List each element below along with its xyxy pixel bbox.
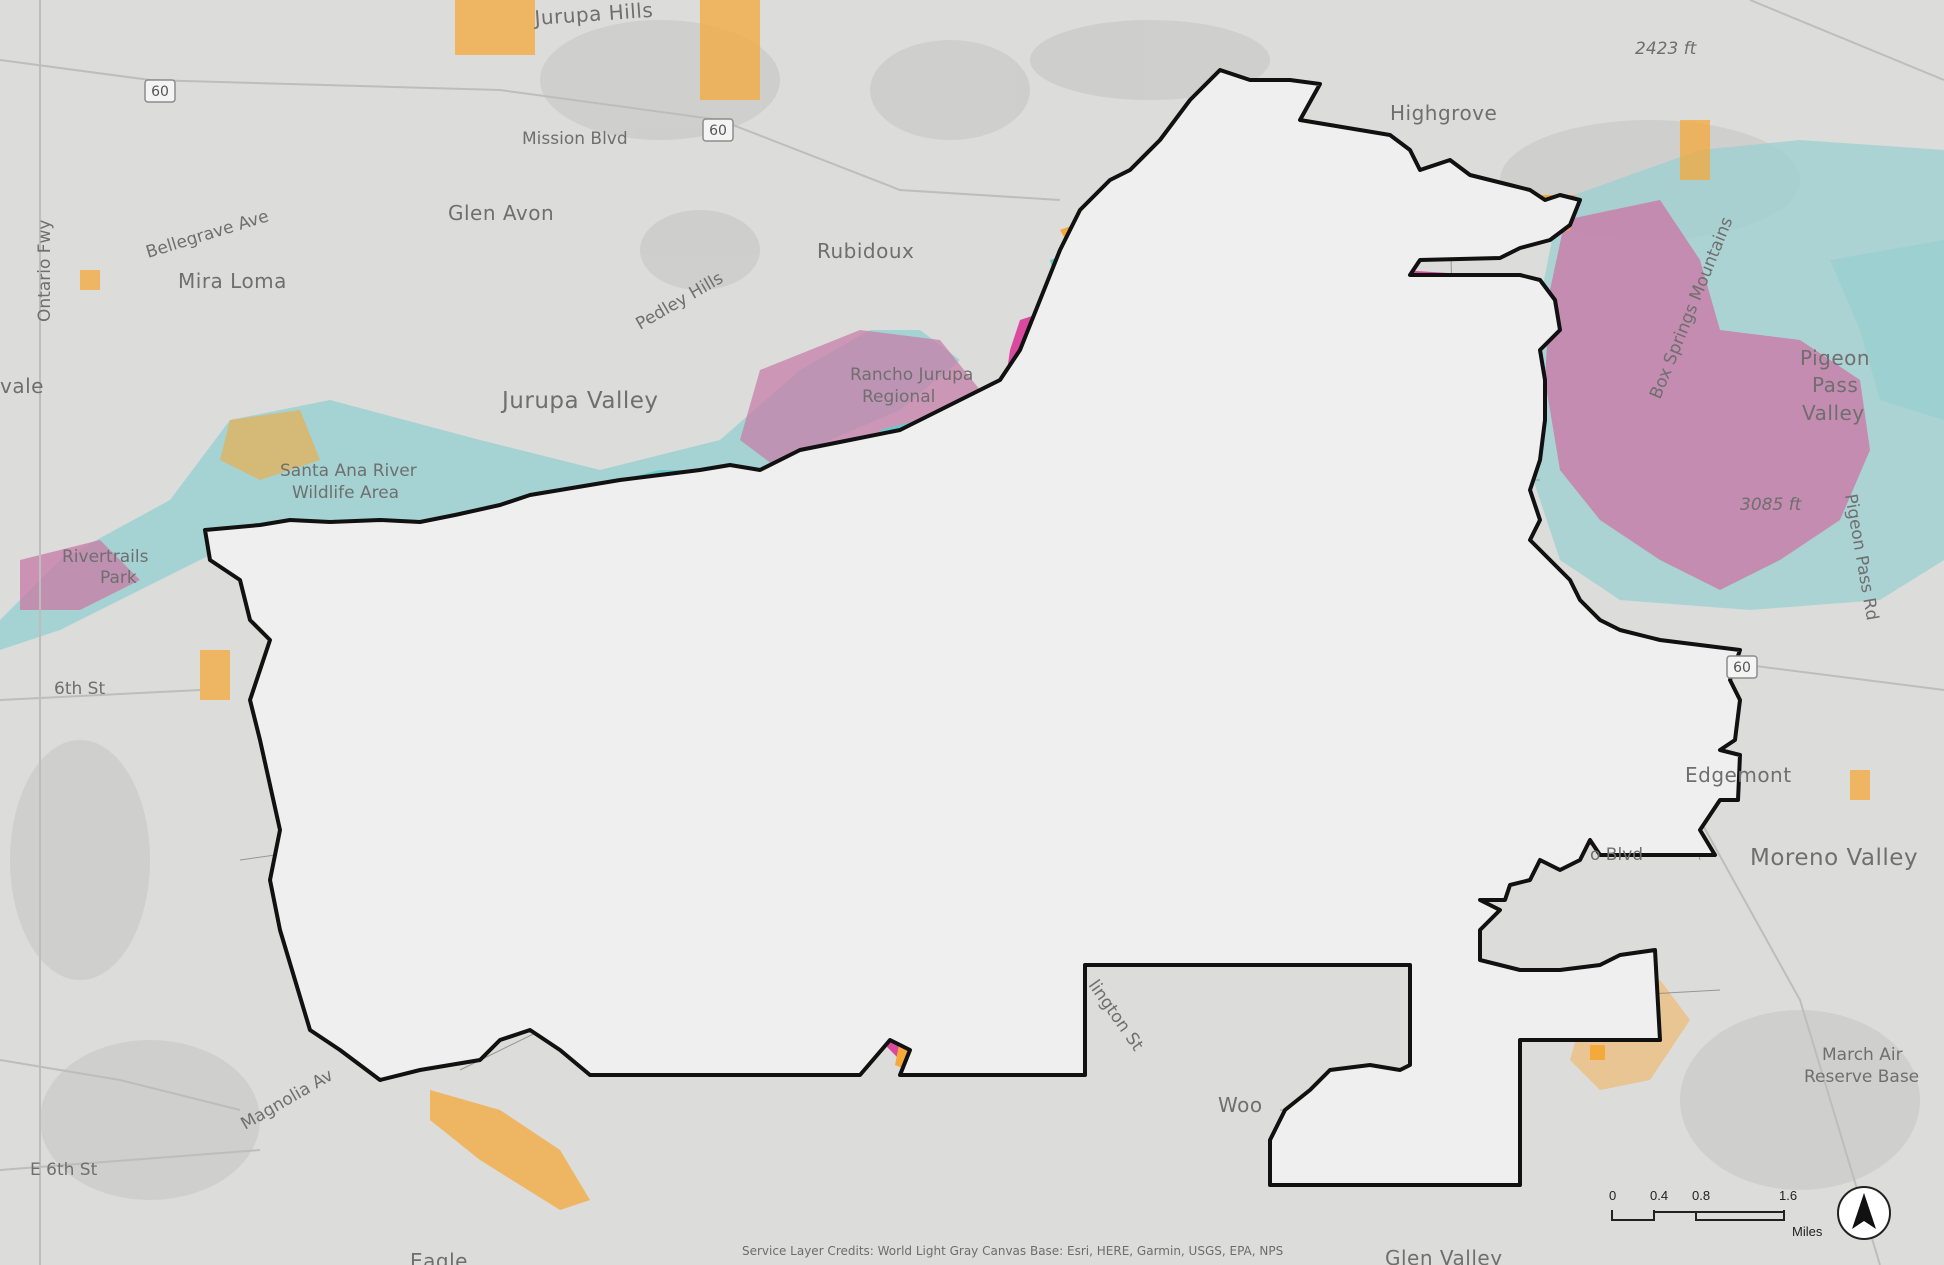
label-edgemont: Edgemont [1685,763,1792,787]
service-layer-credits: Service Layer Credits: World Light Gray … [742,1244,1283,1258]
label-ontario-fwy: Ontario Fwy [35,220,55,323]
svg-text:60: 60 [709,123,727,139]
label-mission-blvd: Mission Blvd [522,129,628,149]
label-glen-avon: Glen Avon [448,201,554,225]
highway-60-shield: 60 [1726,655,1758,679]
scale-label-1-6: 1.6 [1779,1188,1797,1203]
label-santa-ana-river: Santa Ana River [280,461,417,481]
scale-label-0: 0 [1609,1188,1616,1203]
highway-60-shield: 60 [702,118,734,142]
label-elev-3085: 3085 ft [1740,495,1803,515]
label-woo: Woo [1218,1093,1263,1117]
label-pass: Pass [1812,373,1858,397]
scale-unit: Miles [1792,1224,1823,1239]
north-arrow-icon [1837,1186,1891,1240]
label-rancho-jurupa: Rancho Jurupa [850,365,973,385]
svg-text:60: 60 [1733,660,1751,676]
label-wildlife-area: Wildlife Area [292,483,399,503]
label-rancho-regional: Regional [862,387,935,407]
label-valley: Valley [1802,401,1865,425]
label-pigeon: Pigeon [1800,346,1870,370]
scale-label-0-4: 0.4 [1650,1188,1668,1203]
svg-text:60: 60 [151,84,169,100]
label-e-6th-st: E 6th St [30,1160,98,1180]
label-jurupa-valley: Jurupa Valley [500,388,658,414]
label-reserve-base: Reserve Base [1804,1067,1919,1087]
scale-label-0-8: 0.8 [1692,1188,1710,1203]
scale-ruler [1611,1210,1785,1221]
label-elev-2423: 2423 ft [1635,39,1698,59]
highway-60-shield: 60 [144,79,176,103]
label-march-air: March Air [1822,1045,1903,1065]
label-rivertrails-park: Park [100,568,137,588]
terrain-shading [10,20,1920,1200]
label-highgrove: Highgrove [1390,101,1497,125]
santa-ana-river-haze [0,330,980,650]
label-6th-st: 6th St [54,679,105,699]
label-eagle: Eagle [410,1249,468,1265]
label-vale: vale [0,374,44,398]
label-moreno-valley: Moreno Valley [1750,845,1918,871]
scale-bar: 0 0.4 0.8 1.6 Miles [1609,1188,1823,1239]
label-rubidoux: Rubidoux [817,239,914,263]
box-springs-hazard-region [1530,140,1944,610]
label-glen-valley: Glen Valley [1385,1246,1503,1265]
label-mira-loma: Mira Loma [178,269,287,293]
label-rivertrails: Rivertrails [62,547,149,567]
label-blvd: o Blvd [1590,845,1643,865]
